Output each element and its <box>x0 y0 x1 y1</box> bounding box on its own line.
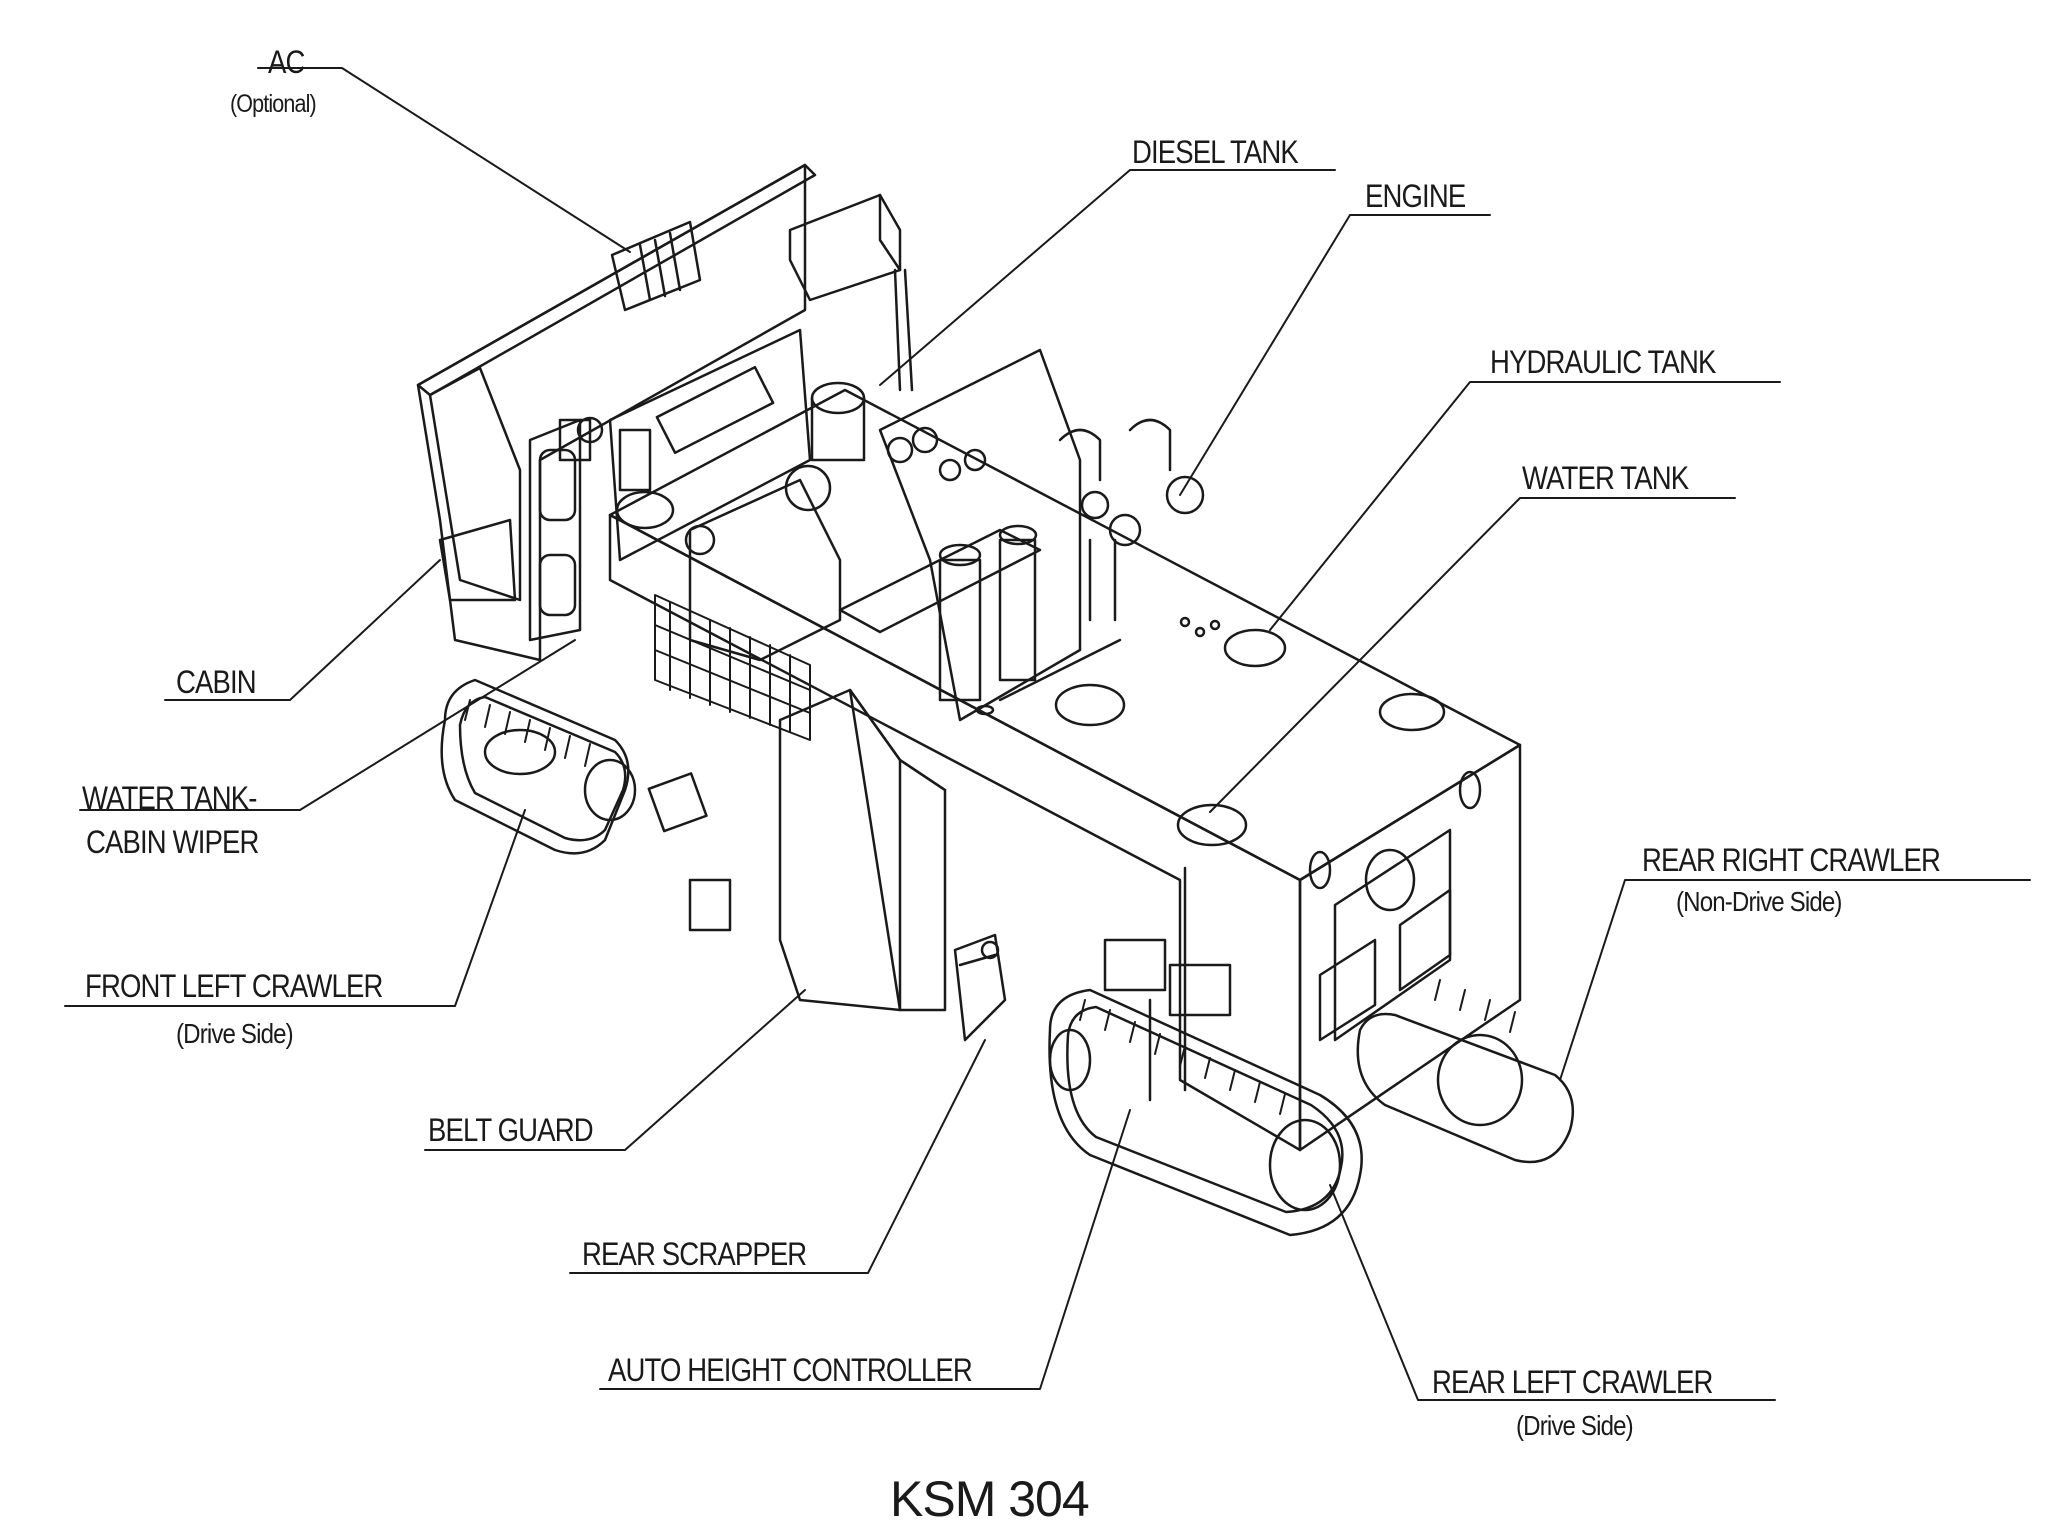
leader-rear-left-crawler <box>1329 1184 1776 1401</box>
label-front-left-crawler: FRONT LEFT CRAWLER <box>85 968 383 1004</box>
label-rear-scrapper: REAR SCRAPPER <box>582 1236 807 1272</box>
label-rear-left-crawler: REAR LEFT CRAWLER <box>1432 1364 1713 1400</box>
label-cabin: CABIN <box>176 664 257 700</box>
deck-front-side <box>608 513 1302 1152</box>
label-water-tank: WATER TANK <box>1522 460 1689 496</box>
front-left-crawler <box>440 678 732 932</box>
label-engine: ENGINE <box>1365 178 1466 214</box>
label-belt-guard: BELT GUARD <box>428 1112 594 1148</box>
label-auto-height-controller: AUTO HEIGHT CONTROLLER <box>608 1352 973 1388</box>
leader-belt-guard <box>424 989 806 1151</box>
engine-block <box>878 348 1082 722</box>
tank-cap <box>1054 683 1126 727</box>
leader-front-left-crawler <box>64 809 526 1007</box>
leader-cabin <box>164 559 441 701</box>
rear-scraper <box>953 933 1007 1042</box>
diagram-caption: KSM 304 <box>890 1471 1090 1527</box>
label-diesel-tank: DIESEL TANK <box>1132 134 1299 170</box>
machine-body <box>416 163 1522 1152</box>
label-rear-left-crawler-note: (Drive Side) <box>1516 1410 1634 1441</box>
leader-water-tank <box>1209 497 1736 813</box>
leader-rear-right-crawler <box>1559 879 2031 1081</box>
label-rear-right-crawler: REAR RIGHT CRAWLER <box>1642 842 1941 878</box>
radiator-grille <box>654 594 811 741</box>
label-front-left-crawler-note: (Drive Side) <box>176 1018 294 1049</box>
leader-engine <box>1179 214 1491 496</box>
leader-lines <box>64 67 2031 1401</box>
label-hydraulic-tank: HYDRAULIC TANK <box>1490 344 1716 380</box>
label-water-tank-wiper-line2: CABIN WIPER <box>86 824 259 860</box>
label-ac: AC <box>268 44 305 80</box>
tank-cap <box>1176 803 1248 847</box>
leader-rear-scrapper <box>569 1039 986 1274</box>
label-ac-note: (Optional) <box>230 90 317 118</box>
leader-diesel-tank <box>879 169 1336 386</box>
tank-cap <box>1378 692 1446 732</box>
rear-left-crawler <box>1048 988 1363 1237</box>
leader-hydraulic-tank <box>1269 381 1781 631</box>
leader-ac <box>257 67 631 253</box>
rear-right-crawler <box>1356 979 1575 1164</box>
label-rear-right-crawler-note: (Non-Drive Side) <box>1676 886 1842 917</box>
belt-guard <box>778 688 947 1012</box>
label-water-tank-wiper-line1: WATER TANK- <box>82 780 257 816</box>
leader-auto-height-controller <box>599 1109 1131 1390</box>
rear-end-face <box>1298 743 1522 1152</box>
ac-unit <box>610 220 702 312</box>
pipes <box>1058 418 1205 622</box>
tank-cap <box>1223 628 1287 668</box>
